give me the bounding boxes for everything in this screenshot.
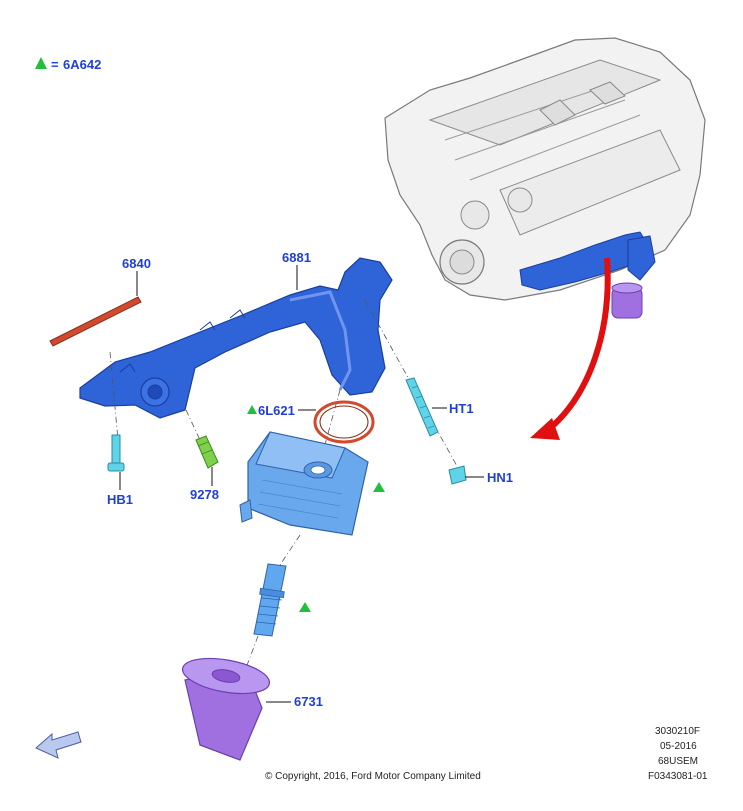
- info-line-3: 68USEM: [658, 756, 698, 767]
- callout-6731: 6731: [294, 694, 323, 709]
- callout-HB1: HB1: [107, 492, 133, 507]
- drawing-info-block: 3030210F 05-2016 68USEM F0343081-01: [648, 726, 708, 782]
- oring-triangle-icon: [247, 405, 257, 414]
- legend-code: 6A642: [63, 57, 101, 72]
- centerline-filter: [245, 635, 259, 669]
- callout-6L621: 6L621: [258, 403, 295, 418]
- callout-6840: 6840: [122, 256, 151, 271]
- engine-assembly-illustration: [384, 37, 706, 319]
- info-line-4: F0343081-01: [648, 771, 708, 782]
- legend-equals: =: [51, 57, 59, 72]
- red-direction-arrow: [530, 257, 611, 440]
- callout-HT1: HT1: [449, 401, 474, 416]
- nut-part: [448, 465, 467, 485]
- oil-filter-part: [181, 657, 271, 761]
- copyright-notice: © Copyright, 2016, Ford Motor Company Li…: [265, 771, 481, 782]
- bolt-part: [107, 434, 125, 472]
- callout-HN1: HN1: [487, 470, 513, 485]
- nipple-triangle-icon: [299, 602, 311, 612]
- o-ring-part: [313, 400, 375, 444]
- info-line-1: 3030210F: [655, 726, 700, 737]
- centerline-nipple: [279, 534, 301, 566]
- callout-6881: 6881: [282, 250, 311, 265]
- threaded-nipple-part: [253, 563, 287, 637]
- stud-part: [405, 377, 439, 437]
- callout-9278: 9278: [190, 487, 219, 502]
- legend-triangle-icon: [35, 57, 47, 69]
- oil-filter-adapter-part: [79, 257, 393, 419]
- centerline-bolt: [109, 351, 119, 441]
- cooler-triangle-icon: [373, 482, 385, 492]
- gasket-part: [49, 296, 142, 347]
- oil-cooler-part: [239, 431, 369, 536]
- legend: = 6A642: [35, 57, 101, 72]
- sensor-part: [195, 435, 219, 469]
- info-line-2: 05-2016: [660, 741, 697, 752]
- centerline-sensor: [185, 409, 201, 441]
- front-direction-arrow-icon: [35, 731, 82, 759]
